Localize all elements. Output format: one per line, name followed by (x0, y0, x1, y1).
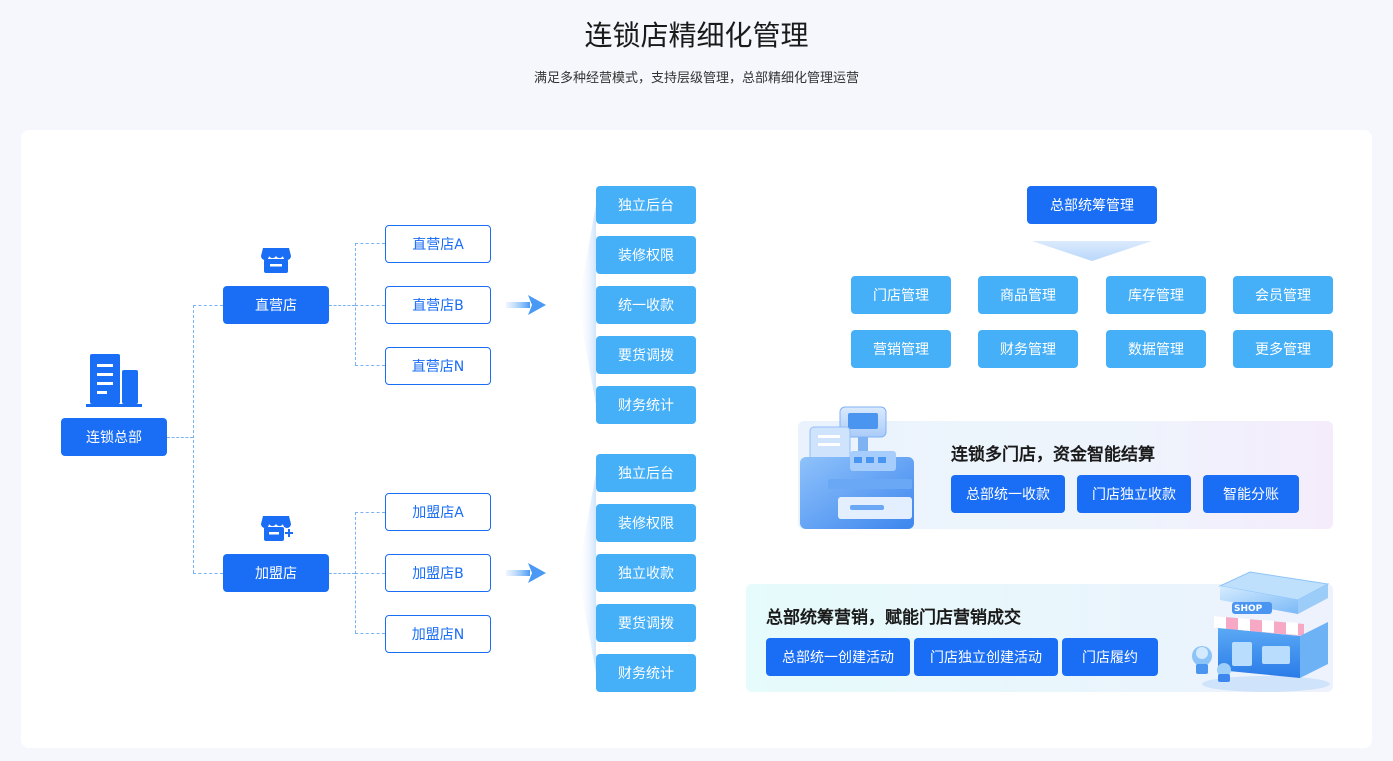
connector (167, 437, 193, 438)
connector (355, 573, 385, 574)
management-item[interactable]: 数据管理 (1106, 330, 1206, 368)
direct-store-b[interactable]: 直营店B (385, 286, 491, 324)
fan-shape (578, 205, 596, 405)
franchise-function[interactable]: 装修权限 (596, 504, 696, 542)
connector (193, 573, 223, 574)
arrow-right-icon (506, 563, 546, 583)
management-item[interactable]: 财务管理 (978, 330, 1078, 368)
direct-function[interactable]: 装修权限 (596, 236, 696, 274)
connector (355, 633, 385, 634)
marketing-button[interactable]: 门店履约 (1062, 638, 1158, 676)
building-icon (86, 354, 142, 407)
connector (193, 305, 223, 306)
franchise-store-n[interactable]: 加盟店N (385, 615, 491, 653)
settlement-button[interactable]: 总部统一收款 (951, 475, 1065, 513)
hq-management-button[interactable]: 总部统筹管理 (1027, 186, 1157, 224)
direct-function[interactable]: 统一收款 (596, 286, 696, 324)
direct-store-n[interactable]: 直营店N (385, 347, 491, 385)
connector (355, 243, 356, 365)
store-icon (261, 248, 291, 273)
marketing-title: 总部统筹营销，赋能门店营销成交 (766, 608, 1021, 628)
cash-register-illustration (800, 406, 914, 529)
page-subtitle: 满足多种经营模式，支持层级管理，总部精细化管理运营 (533, 71, 859, 86)
store-plus-icon (261, 516, 293, 541)
settlement-button[interactable]: 智能分账 (1203, 475, 1299, 513)
direct-store-button[interactable]: 直营店 (223, 286, 329, 324)
franchise-function[interactable]: 独立收款 (596, 554, 696, 592)
management-item[interactable]: 更多管理 (1233, 330, 1333, 368)
franchise-function[interactable]: 独立后台 (596, 454, 696, 492)
connector (355, 305, 385, 306)
fan-shape (578, 473, 596, 673)
direct-function[interactable]: 要货调拨 (596, 336, 696, 374)
shop-sign: SHOP (1234, 604, 1263, 614)
direct-function[interactable]: 财务统计 (596, 386, 696, 424)
management-item[interactable]: 门店管理 (851, 276, 951, 314)
franchise-function[interactable]: 要货调拨 (596, 604, 696, 642)
franchise-store-a[interactable]: 加盟店A (385, 493, 491, 531)
management-item[interactable]: 库存管理 (1106, 276, 1206, 314)
management-item[interactable]: 会员管理 (1233, 276, 1333, 314)
connector (329, 305, 355, 306)
connector (355, 365, 385, 366)
franchise-function[interactable]: 财务统计 (596, 654, 696, 692)
franchise-store-button[interactable]: 加盟店 (223, 554, 329, 592)
marketing-button[interactable]: 门店独立创建活动 (914, 638, 1058, 676)
management-item[interactable]: 商品管理 (978, 276, 1078, 314)
shop-illustration (1192, 571, 1330, 692)
settlement-title: 连锁多门店，资金智能结算 (951, 445, 1155, 465)
connector (329, 573, 355, 574)
page-title: 连锁店精细化管理 (584, 19, 809, 52)
management-item[interactable]: 营销管理 (851, 330, 951, 368)
hq-button[interactable]: 连锁总部 (61, 418, 167, 456)
direct-store-a[interactable]: 直营店A (385, 225, 491, 263)
connector (355, 512, 385, 513)
direct-function[interactable]: 独立后台 (596, 186, 696, 224)
connector (355, 512, 356, 633)
settlement-button[interactable]: 门店独立收款 (1077, 475, 1191, 513)
funnel-shape (1032, 241, 1152, 261)
connector (355, 243, 385, 244)
franchise-store-b[interactable]: 加盟店B (385, 554, 491, 592)
arrow-right-icon (506, 295, 546, 315)
marketing-button[interactable]: 总部统一创建活动 (766, 638, 910, 676)
connector (193, 305, 194, 573)
